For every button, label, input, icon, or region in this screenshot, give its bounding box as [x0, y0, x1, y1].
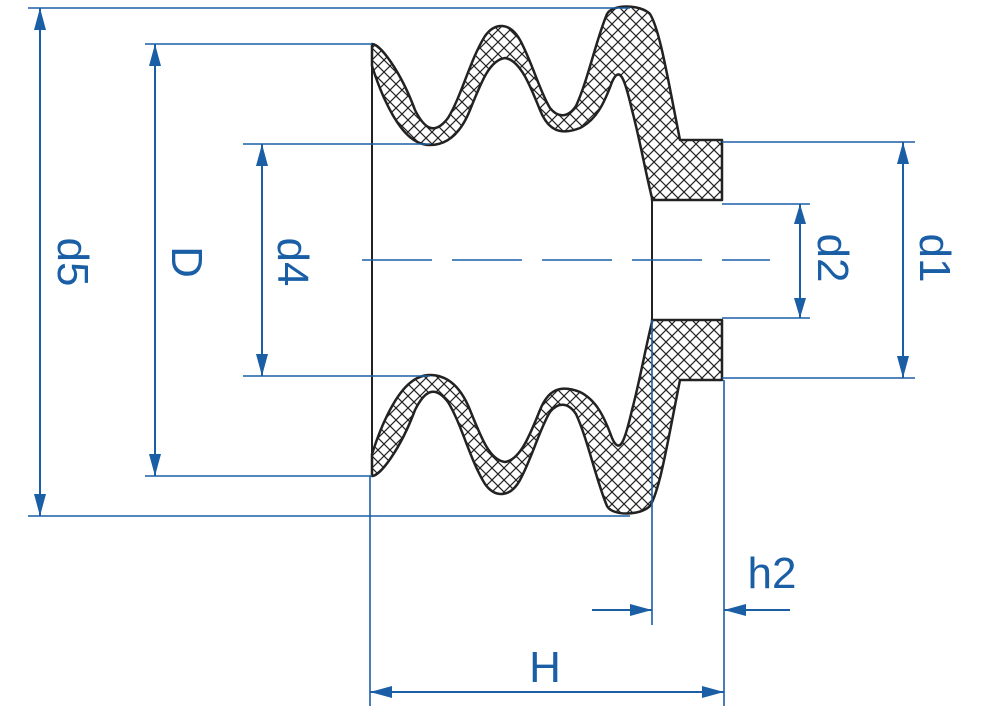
d1-arrow-top [897, 142, 909, 164]
d5-arrow-bottom [34, 494, 46, 516]
d2-arrow-bottom [794, 298, 806, 318]
d1-label: d1 [910, 234, 959, 283]
d4-arrow-bottom [256, 354, 268, 376]
D-arrow-bottom [149, 454, 161, 476]
D-arrow-top [149, 44, 161, 66]
H-arrow-right [702, 686, 724, 698]
h2-arrow-right [724, 604, 746, 616]
d4-label: d4 [268, 238, 317, 287]
d1-arrow-bottom [897, 356, 909, 378]
d5-arrow-top [34, 8, 46, 30]
d5-label: d5 [48, 238, 97, 287]
h2-label: h2 [748, 549, 797, 598]
H-arrow-left [370, 686, 392, 698]
H-label: H [529, 643, 561, 692]
d2-label: d2 [808, 234, 857, 283]
bellows-upper-wall [370, 5, 724, 202]
h2-arrow-left [630, 604, 652, 616]
bellows-lower-wall [370, 318, 724, 515]
D-label: D [162, 246, 211, 278]
d4-arrow-top [256, 144, 268, 166]
d2-arrow-top [794, 204, 806, 224]
